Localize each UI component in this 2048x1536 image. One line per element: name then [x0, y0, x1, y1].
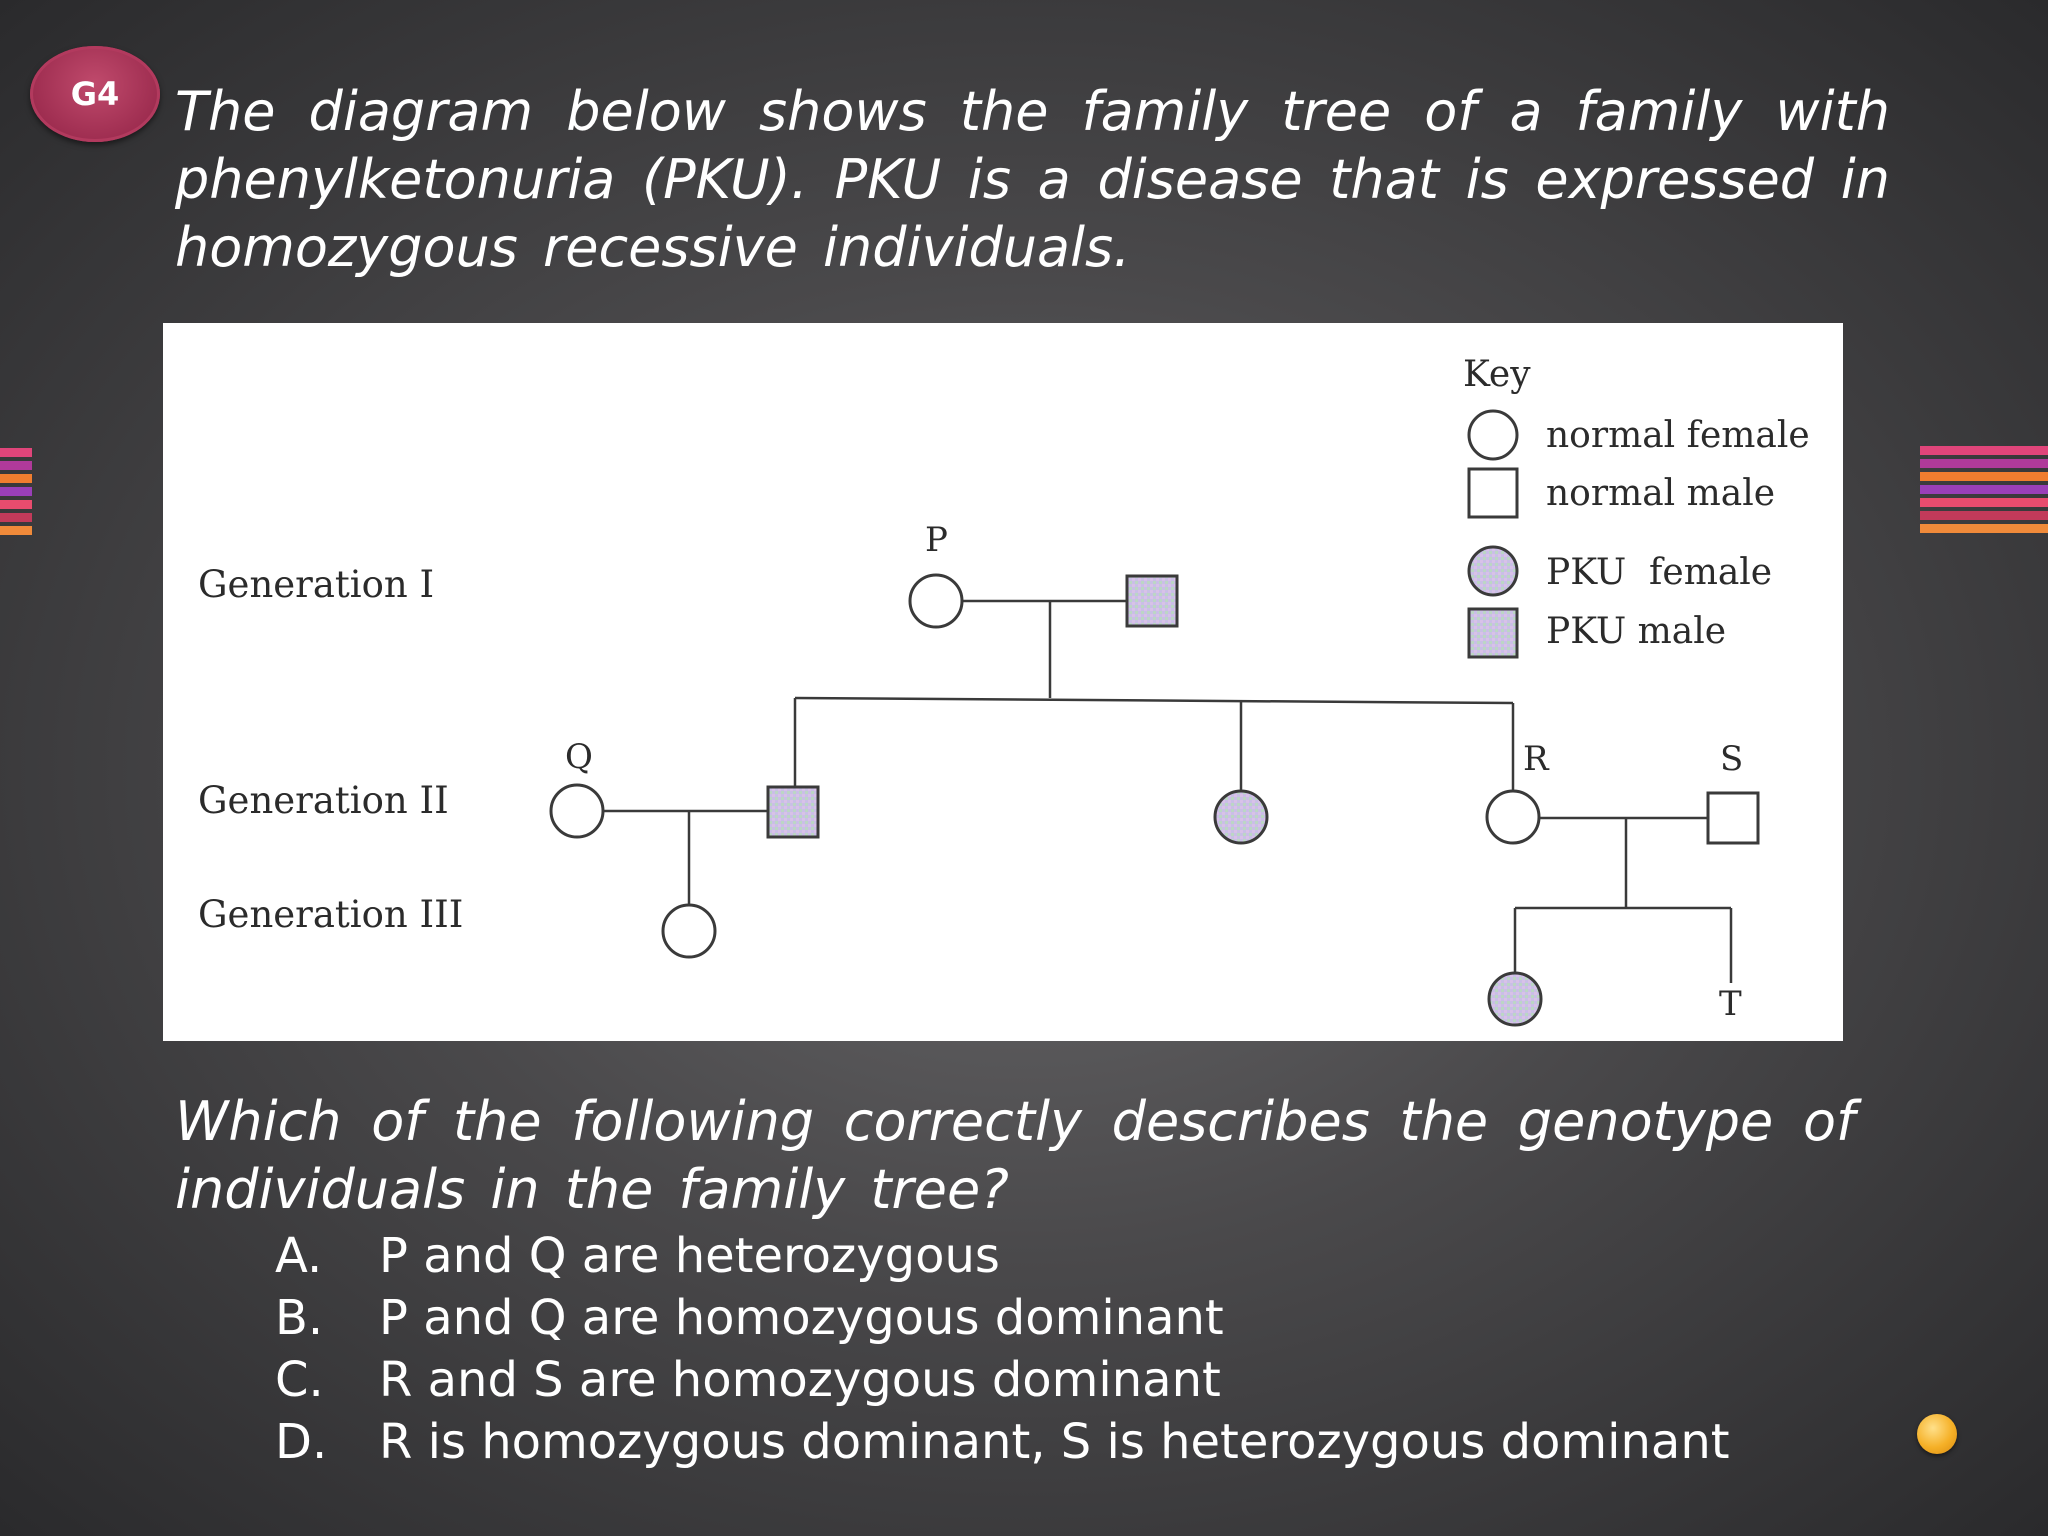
option-d-letter: D.	[275, 1414, 328, 1470]
label-p: P	[925, 520, 948, 560]
key-normal-female-label: normal female	[1546, 415, 1810, 456]
question-text: Which of the following correctly describ…	[175, 1090, 1855, 1221]
right-decorative-stripes	[1920, 446, 2048, 537]
pedigree-diagram: Generation I Generation II Generation II…	[163, 323, 1843, 1041]
p-normal-female	[908, 573, 964, 629]
label-s: S	[1720, 739, 1743, 779]
key-title: Key	[1463, 354, 1531, 395]
s-normal-male	[1706, 791, 1760, 845]
next-slide-button[interactable]	[1917, 1414, 1957, 1454]
option-c-letter: C.	[275, 1352, 324, 1408]
generation-1-label: Generation I	[198, 563, 434, 606]
option-a-text: P and Q are heterozygous	[379, 1228, 1000, 1284]
left-decorative-stripes	[0, 448, 32, 539]
gen1-pku-male	[1125, 574, 1179, 628]
option-b-letter: B.	[275, 1290, 324, 1346]
label-r: R	[1523, 739, 1550, 779]
key-normal-male-icon	[1467, 467, 1519, 519]
q-normal-female	[549, 783, 605, 839]
option-b-text: P and Q are homozygous dominant	[379, 1290, 1224, 1346]
gen2-pku-male	[766, 785, 820, 839]
gen2-sibship-line	[794, 696, 1514, 705]
r-normal-female	[1485, 789, 1541, 845]
option-c-text: R and S are homozygous dominant	[379, 1352, 1221, 1408]
option-a[interactable]: A. P and Q are heterozygous	[275, 1225, 1730, 1287]
key-pku-female-icon	[1467, 545, 1519, 597]
generation-3-label: Generation III	[198, 893, 463, 936]
option-d[interactable]: D. R is homozygous dominant, S is hetero…	[275, 1411, 1730, 1473]
slide-number-badge: G4	[30, 46, 160, 142]
generation-2-label: Generation II	[198, 779, 449, 822]
option-d-text: R is homozygous dominant, S is heterozyg…	[379, 1414, 1730, 1470]
option-a-letter: A.	[275, 1228, 323, 1284]
key-pku-female-label: PKU female	[1546, 552, 1772, 593]
gen3-normal-female	[661, 903, 717, 959]
answer-options: A. P and Q are heterozygous B. P and Q a…	[275, 1225, 1730, 1473]
label-q: Q	[565, 737, 593, 777]
key-pku-male-label: PKU male	[1546, 611, 1726, 652]
label-t: T	[1719, 984, 1742, 1024]
gen2-pku-female	[1213, 789, 1269, 845]
gen3-pku-female	[1487, 971, 1543, 1027]
option-b[interactable]: B. P and Q are homozygous dominant	[275, 1287, 1730, 1349]
intro-text: The diagram below shows the family tree …	[175, 80, 1890, 279]
pedigree-svg: Generation I Generation II Generation II…	[198, 354, 1810, 1027]
key-normal-female-icon	[1467, 409, 1519, 461]
key-pku-male-icon	[1467, 607, 1519, 659]
key-normal-male-label: normal male	[1546, 473, 1775, 514]
option-c[interactable]: C. R and S are homozygous dominant	[275, 1349, 1730, 1411]
